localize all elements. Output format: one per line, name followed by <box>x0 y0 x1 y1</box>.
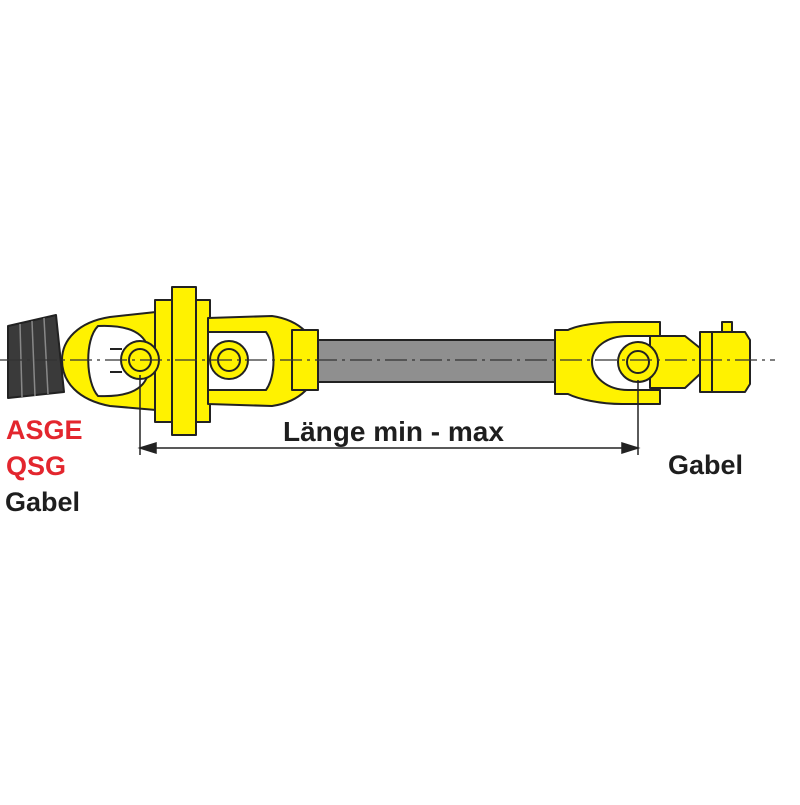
label-asge: ASGE <box>6 415 83 445</box>
wide-angle-joint <box>61 286 319 436</box>
standard-joint <box>554 321 751 405</box>
length-label: Länge min - max <box>283 416 504 447</box>
label-gabel-right: Gabel <box>668 450 744 480</box>
length-dimension <box>137 375 641 455</box>
profile-tube <box>317 339 557 383</box>
label-qsg: QSG <box>6 451 67 481</box>
label-gabel-left: Gabel <box>5 487 81 517</box>
protection-cone <box>7 314 65 399</box>
